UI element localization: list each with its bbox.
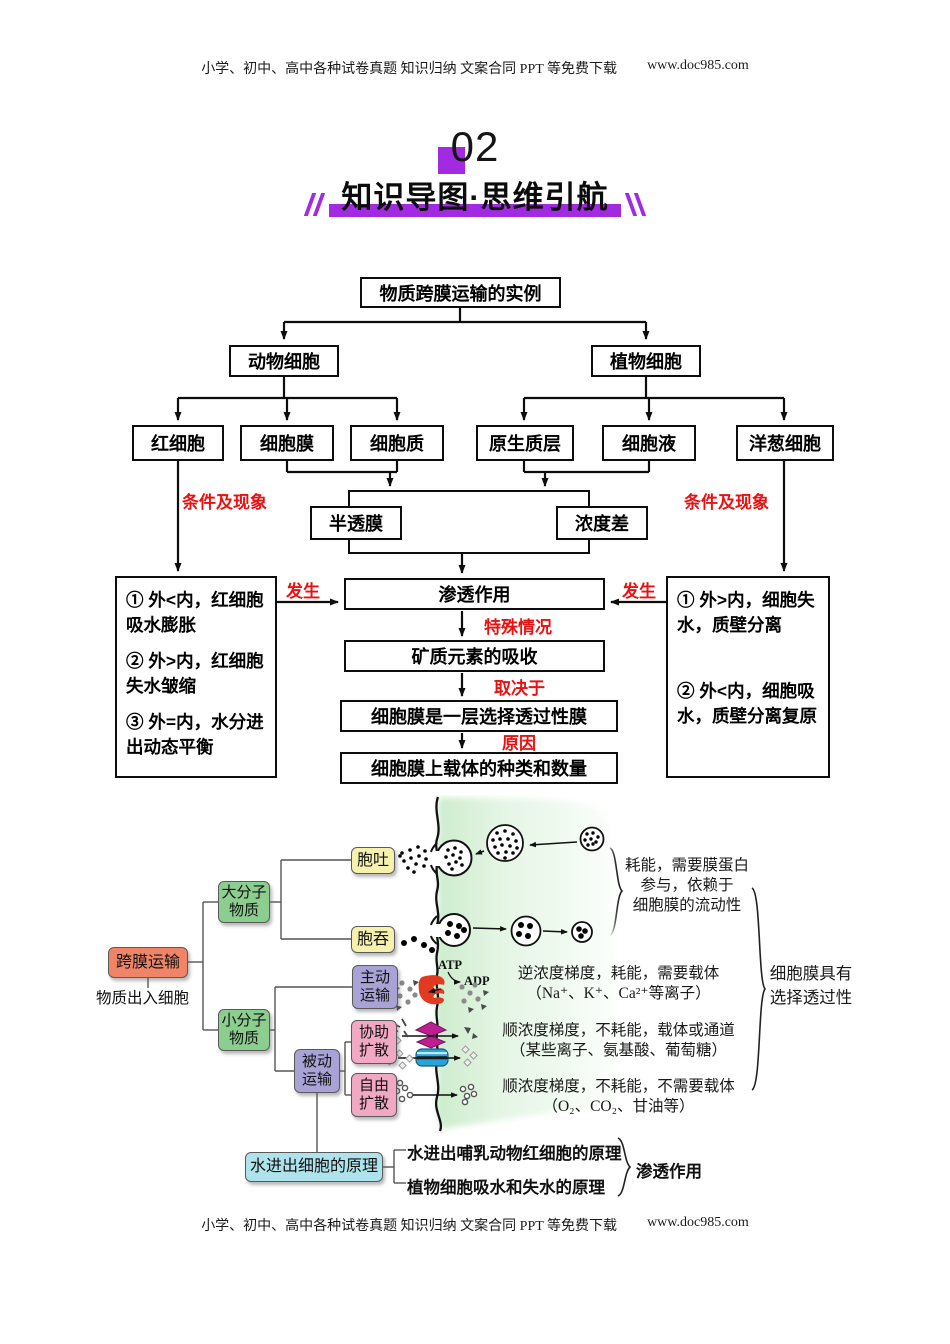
brace-osmosis bbox=[617, 1137, 632, 1197]
flowchart-arrows bbox=[174, 307, 788, 749]
label-reason: 原因 bbox=[502, 734, 536, 753]
page-header: 小学、初中、高中各种试卷真题 知识归纳 文案合同 PPT 等免费下载 www.d… bbox=[0, 58, 950, 78]
rbc-item-2: ② 外>内，红细胞失水皱缩 bbox=[126, 651, 264, 696]
header-url[interactable]: www.doc985.com bbox=[647, 58, 749, 73]
label-special-case: 特殊情况 bbox=[484, 618, 552, 637]
section-number-wrap: 02 bbox=[0, 123, 950, 174]
flow-mineral-box: 矿质元素的吸收 bbox=[344, 640, 605, 672]
footer-text: 小学、初中、高中各种试卷真题 知识归纳 文案合同 PPT 等免费下载 bbox=[201, 1219, 618, 1234]
section-title-wrap: 知识导图·思维引航 bbox=[0, 172, 950, 217]
node-active-transport: 主动运输 bbox=[352, 965, 398, 1009]
node-endocytosis: 胞吞 bbox=[351, 926, 395, 953]
mindmap-connectors bbox=[147, 859, 406, 1184]
label-osmosis-brace: 渗透作用 bbox=[636, 1162, 702, 1181]
endocytosis-site bbox=[401, 913, 471, 953]
flow-protoplast-box: 原生质层 bbox=[476, 425, 574, 461]
annotation-energy: 耗能，需要膜蛋白 参与，依赖于 细胞膜的流动性 bbox=[624, 857, 749, 915]
brace-selective bbox=[751, 887, 767, 1091]
cytoplasm-region bbox=[436, 797, 616, 1129]
flow-membrane-box: 细胞膜 bbox=[240, 425, 334, 461]
section-number-text: 02 bbox=[450, 123, 500, 170]
flow-root-box: 物质跨膜运输的实例 bbox=[360, 277, 561, 308]
footer-url[interactable]: www.doc985.com bbox=[647, 1215, 749, 1230]
node-passive-transport: 被动运输 bbox=[294, 1049, 340, 1093]
label-water-rbc-principle: 水进出哺乳动物红细胞的原理 bbox=[407, 1144, 622, 1163]
node-facilitated-diffusion: 协助扩散 bbox=[351, 1020, 397, 1064]
purple-square-decoration bbox=[437, 147, 465, 174]
flow-onion-box: 洋葱细胞 bbox=[736, 425, 834, 461]
annotation-selective: 细胞膜具有 选择透过性 bbox=[769, 964, 853, 1007]
engulfed-particles bbox=[401, 936, 435, 953]
label-occur-right: 发生 bbox=[622, 582, 656, 601]
label-water-plant-principle: 植物细胞吸水和失水的原理 bbox=[407, 1178, 605, 1197]
flow-concentration-box: 浓度差 bbox=[556, 506, 648, 540]
endocytosis-vesicles bbox=[472, 915, 593, 947]
label-depends-on: 取决于 bbox=[494, 679, 545, 698]
flow-selective-box: 细胞膜是一层选择透过性膜 bbox=[340, 700, 618, 732]
flow-semipermeable-box: 半透膜 bbox=[310, 506, 402, 540]
section-title-text: 知识导图·思维引航 bbox=[341, 180, 609, 215]
flow-plant-cell-box: 植物细胞 bbox=[591, 345, 701, 377]
purple-bar-decoration bbox=[329, 204, 621, 217]
label-occur-left: 发生 bbox=[286, 582, 320, 601]
node-exocytosis: 胞吐 bbox=[351, 847, 395, 874]
atp-label: ATP bbox=[438, 958, 462, 972]
exocytosis-site bbox=[398, 839, 473, 877]
active-carrier-protein bbox=[394, 975, 489, 1013]
flow-rbc-phenomena-box: ① 外<内，红细胞吸水膨胀 ② 外>内，红细胞失水皱缩 ③ 外=内，水分进出动态… bbox=[115, 576, 277, 778]
debris-right bbox=[464, 1027, 478, 1039]
ion-particles bbox=[397, 980, 481, 1005]
flow-plant-phenomena-box: ① 外>内，细胞失水，质壁分离 ② 外<内，细胞吸水，质壁分离复原 bbox=[666, 576, 830, 778]
membrane-illustration: ATP ADP bbox=[385, 796, 616, 1132]
flow-carrier-box: 细胞膜上载体的种类和数量 bbox=[340, 752, 618, 784]
adp-label: ADP bbox=[464, 974, 490, 988]
rbc-item-1: ① 外<内，红细胞吸水膨胀 bbox=[126, 590, 264, 635]
plant-item-1: ① 外>内，细胞失水，质壁分离 bbox=[677, 590, 815, 635]
label-condition-right: 条件及现象 bbox=[684, 493, 769, 512]
node-water-principle: 水进出细胞的原理 bbox=[245, 1152, 383, 1182]
atp-adp-labels: ATP ADP bbox=[438, 958, 490, 988]
node-small-molecule: 小分子物质 bbox=[218, 1009, 270, 1051]
rbc-item-3: ③ 外=内，水分进出动态平衡 bbox=[126, 712, 264, 757]
curly-braces bbox=[609, 847, 767, 1197]
flow-cytoplasm-box: 细胞质 bbox=[350, 425, 444, 461]
page-footer: 小学、初中、高中各种试卷真题 知识归纳 文案合同 PPT 等免费下载 www.d… bbox=[0, 1215, 950, 1235]
section-title: 知识导图·思维引航 bbox=[329, 172, 621, 217]
blue-channel-protein bbox=[385, 1036, 478, 1070]
flow-rbc-box: 红细胞 bbox=[132, 425, 224, 461]
node-macromolecule: 大分子物质 bbox=[218, 881, 270, 923]
flow-osmosis-box: 渗透作用 bbox=[344, 578, 605, 610]
released-particles bbox=[398, 845, 428, 874]
plant-item-2: ② 外<内，细胞吸水，质壁分离复原 bbox=[677, 681, 817, 726]
annotation-free: 顺浓度梯度，不耗能，不需要载体 （O₂、CO₂、甘油等） bbox=[502, 1078, 735, 1116]
annotation-active: 逆浓度梯度，耗能，需要载体 （Na⁺、K⁺、Ca²⁺等离子） bbox=[517, 965, 720, 1003]
brace-exo-endo bbox=[609, 847, 624, 936]
label-substance-in-out: 物质出入细胞 bbox=[96, 990, 190, 1007]
node-transmembrane: 跨膜运输 bbox=[108, 947, 188, 978]
section-number: 02 bbox=[437, 123, 500, 174]
exocytosis-vesicles bbox=[475, 824, 605, 862]
annotation-facilitated: 顺浓度梯度，不耗能，载体或通道 （某些离子、氨基酸、葡萄糖） bbox=[502, 1022, 735, 1060]
label-condition-left: 条件及现象 bbox=[182, 493, 267, 512]
node-free-diffusion: 自由扩散 bbox=[351, 1073, 397, 1117]
header-text: 小学、初中、高中各种试卷真题 知识归纳 文案合同 PPT 等免费下载 bbox=[201, 62, 618, 77]
flow-cellsap-box: 细胞液 bbox=[602, 425, 696, 461]
flow-animal-cell-box: 动物细胞 bbox=[229, 345, 339, 377]
